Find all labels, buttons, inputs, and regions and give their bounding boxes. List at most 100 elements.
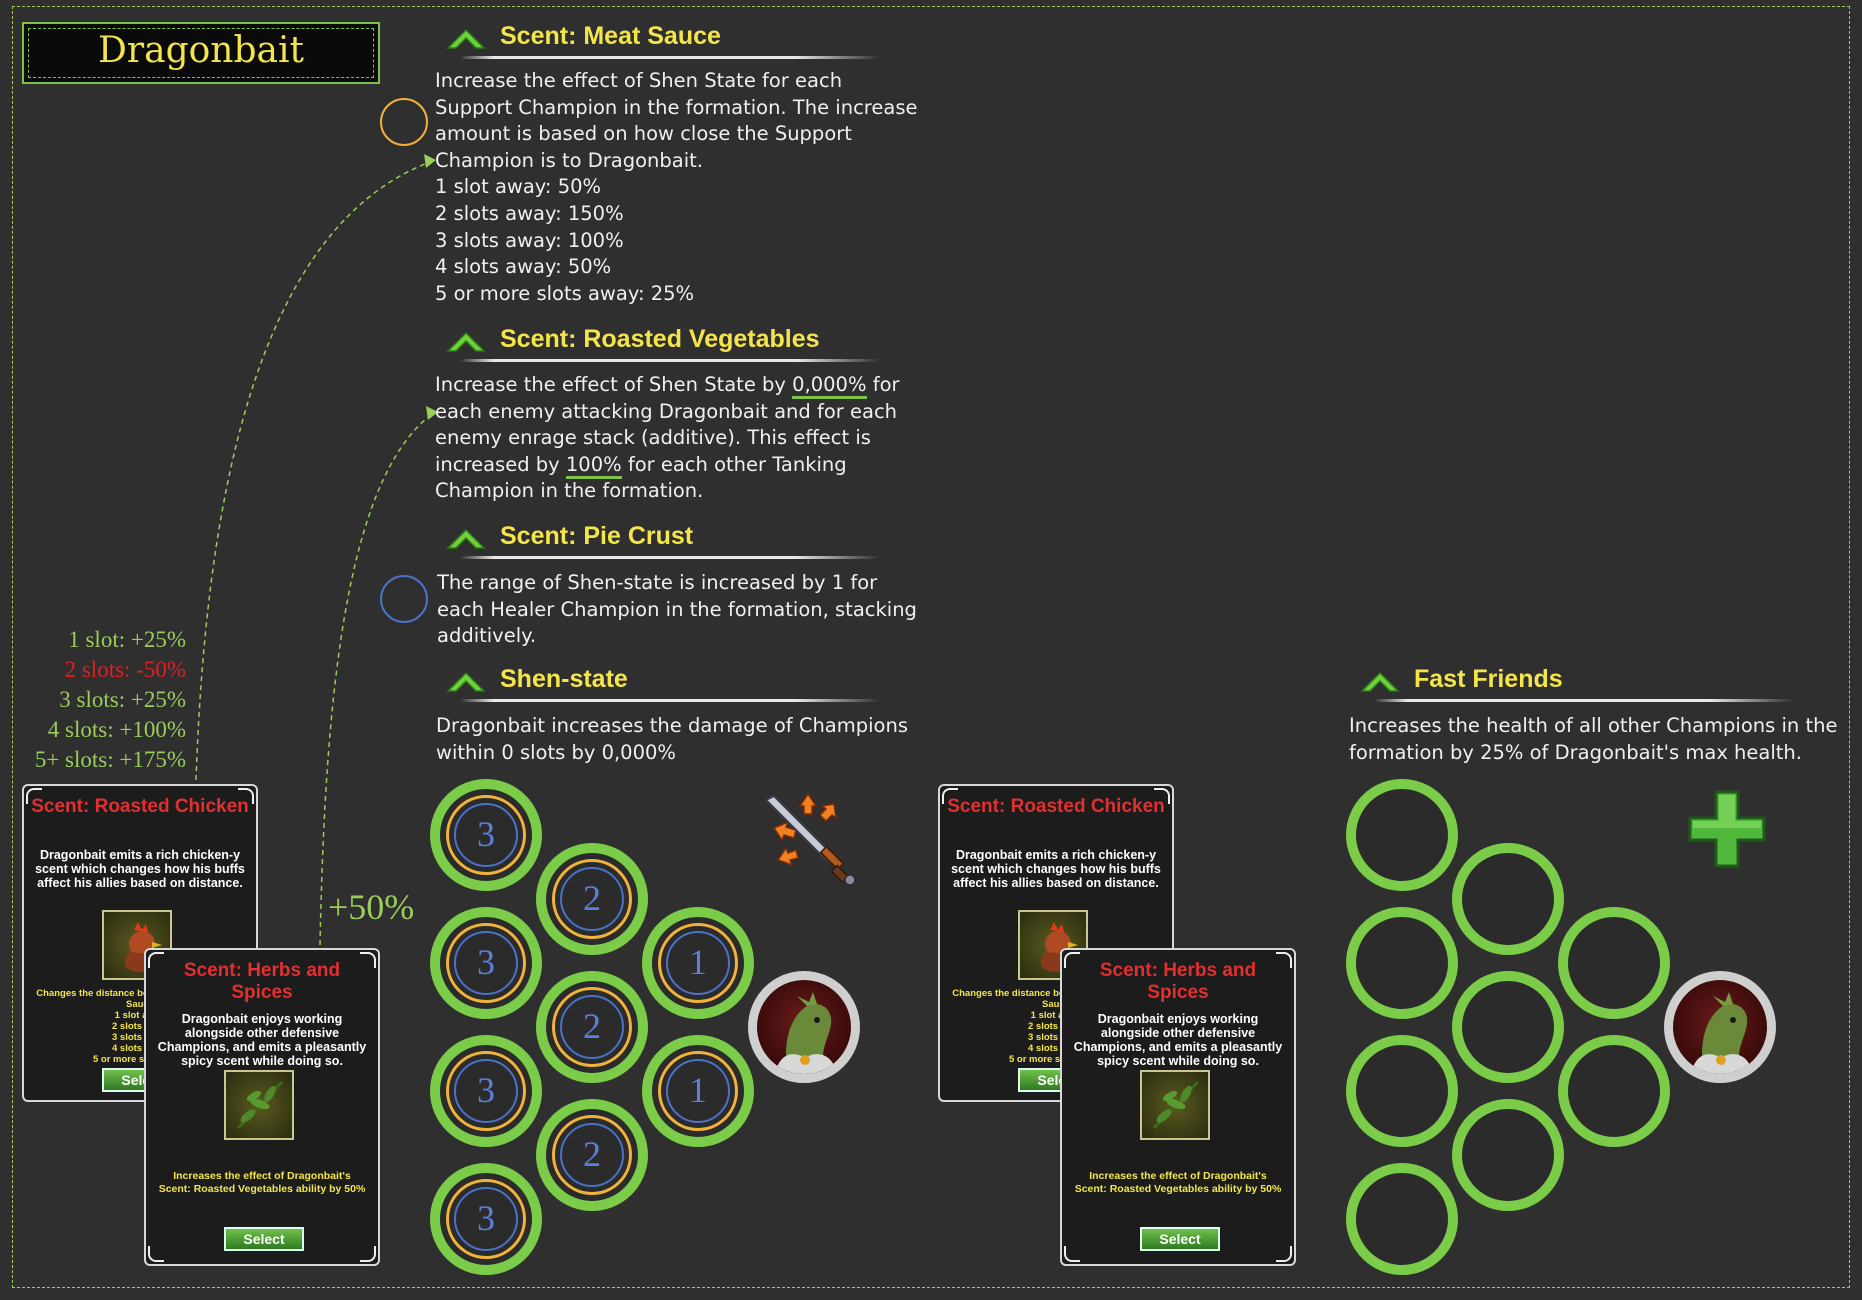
slot-distance: 2 — [560, 1123, 624, 1187]
card-effect-line: 3 slots away — [1028, 1032, 1084, 1043]
card-effect: Changes the distance bonuses of Scent: M… — [34, 988, 246, 1065]
select-herbs-button-right[interactable]: Select — [1140, 1227, 1220, 1251]
desc-text: for — [866, 373, 900, 396]
formation-slot-empty[interactable] — [1452, 971, 1564, 1083]
dashed-frame — [12, 6, 1850, 1288]
card-roasted-chicken: Scent: Roasted Chicken Dragonbait emits … — [22, 784, 258, 1102]
card-herbs-and-spices: Scent: Herbs and Spices Dragonbait enjoy… — [144, 948, 380, 1266]
formation-slot[interactable]: 3 — [430, 907, 542, 1019]
chevron-up-icon — [446, 28, 486, 49]
card-herbs-and-spices-right: Scent: Herbs and Spices Dragonbait enjoy… — [1060, 948, 1296, 1266]
select-herbs-button[interactable]: Select — [224, 1227, 304, 1251]
green-plus-icon — [1688, 790, 1766, 868]
formation-slot[interactable]: 2 — [536, 971, 648, 1083]
card-description: Dragonbait emits a rich chicken-y scent … — [951, 848, 1161, 890]
ability-desc-meat-sauce: Increase the effect of Shen State for ea… — [435, 68, 917, 307]
desc-line: Support Champion in the formation. The i… — [435, 95, 918, 119]
card-corner — [1064, 952, 1080, 968]
formation-slot-empty[interactable] — [1558, 1035, 1670, 1147]
desc-line: Increase the effect of Shen State for ea… — [435, 69, 843, 92]
card-corner — [26, 788, 42, 804]
formation-slot-empty[interactable] — [1346, 1163, 1458, 1275]
desc-value: 100% — [565, 452, 622, 479]
ability-name: Scent: Pie Crust — [500, 522, 694, 550]
card-corner — [1276, 952, 1292, 968]
card-effect-line: 3 slots away — [112, 1032, 168, 1043]
desc-line: Increases the health of all other Champi… — [1349, 714, 1838, 737]
desc-line: additively. — [437, 624, 537, 648]
slot-distance: 3 — [454, 803, 518, 867]
heading-rule — [1374, 699, 1794, 702]
desc-line: each enemy attacking Dragonbait and for … — [435, 399, 898, 423]
card-corner — [1276, 1246, 1292, 1262]
heading-rule — [460, 556, 880, 559]
card-description: Dragonbait emits a rich chicken-y scent … — [35, 848, 245, 890]
card-effect: Increases the effect of Dragonbait's Sce… — [158, 1170, 366, 1195]
herb-icon — [224, 1070, 294, 1140]
slot-ring — [658, 1051, 738, 1131]
champion-title-box: Dragonbait — [22, 22, 380, 84]
card-title: Scent: Herbs and Spices — [183, 960, 341, 1003]
slot-bonus-3: 3 slots: +25% — [59, 687, 186, 712]
card-effect-line: 1 slot away — [114, 1010, 166, 1021]
formation-slot-empty[interactable] — [1346, 1035, 1458, 1147]
slot-ring — [552, 1115, 632, 1195]
desc-line: Dragonbait increases the damage of Champ… — [436, 714, 908, 737]
desc-line: amount is based on how close the Support — [435, 122, 852, 146]
formation-slot[interactable]: 3 — [430, 1035, 542, 1147]
card-corner — [942, 788, 958, 804]
card-corner — [360, 1246, 376, 1262]
formation-slot[interactable]: 3 — [430, 1163, 542, 1275]
formation-slot[interactable]: 2 — [536, 843, 648, 955]
card-effect: Changes the distance bonuses of Scent: M… — [950, 988, 1162, 1065]
desc-text: for each other Tanking — [621, 452, 847, 476]
desc-text: increased by — [435, 452, 566, 476]
formation-slot-empty[interactable] — [1452, 1099, 1564, 1211]
formation-slot-empty[interactable] — [1558, 907, 1670, 1019]
slot-distance: 3 — [454, 1187, 518, 1251]
card-title: Scent: Herbs and Spices — [1099, 960, 1257, 1003]
desc-value: 0,000% — [792, 373, 867, 399]
ability-desc-fast-friends: Increases the health of all other Champi… — [1349, 713, 1837, 766]
heading-rule — [460, 359, 880, 362]
dragonbait-portrait-icon[interactable] — [1664, 971, 1776, 1083]
formation-slot[interactable]: 2 — [536, 1099, 648, 1211]
desc-line: Increase the effect of Shen State by 0,0… — [435, 372, 900, 399]
card-corner — [148, 1246, 164, 1262]
card-corner — [238, 788, 254, 804]
card-effect-line: 5 or more slots away — [93, 1054, 187, 1065]
ability-name: Scent: Roasted Vegetables — [500, 325, 820, 353]
card-description: Dragonbait enjoys working alongside othe… — [1073, 1012, 1283, 1068]
card-title: Scent: Roasted Chicken — [31, 796, 249, 817]
slot-ring — [446, 923, 526, 1003]
card-corner — [360, 952, 376, 968]
ability-name: Shen-state — [500, 665, 628, 693]
formation-slot-empty[interactable] — [1346, 907, 1458, 1019]
slot-distance: 3 — [454, 1059, 518, 1123]
card-effect-line: 4 slots away — [112, 1043, 168, 1054]
formation-slot-empty[interactable] — [1346, 779, 1458, 891]
slot-distance: 2 — [560, 867, 624, 931]
formation-slot[interactable]: 3 — [430, 779, 542, 891]
slot-distance: 3 — [454, 931, 518, 995]
slot-bonus-1: 1 slot: +25% — [68, 627, 186, 652]
desc-line: 2 slots away: 150% — [435, 201, 624, 225]
slot-ring — [446, 1051, 526, 1131]
formation-slot-empty[interactable] — [1452, 843, 1564, 955]
card-effect-line: 5 or more slots away — [1009, 1054, 1103, 1065]
dragonbait-portrait-icon[interactable] — [748, 971, 860, 1083]
desc-line: each Healer Champion in the formation, s… — [437, 597, 917, 621]
ability-desc-pie-crust: The range of Shen-state is increased by … — [437, 570, 917, 650]
chevron-up-icon — [1360, 671, 1400, 692]
heading-rule — [460, 56, 880, 59]
chevron-up-icon — [446, 671, 486, 692]
heading-rule — [460, 699, 880, 702]
chevron-up-icon — [446, 528, 486, 549]
desc-line: enemy enrage stack (additive). This effe… — [435, 426, 871, 450]
formation-slot[interactable]: 1 — [642, 1035, 754, 1147]
formation-slot[interactable]: 1 — [642, 907, 754, 1019]
herb-icon — [1140, 1070, 1210, 1140]
card-effect-line: 2 slots away — [1028, 1021, 1084, 1032]
